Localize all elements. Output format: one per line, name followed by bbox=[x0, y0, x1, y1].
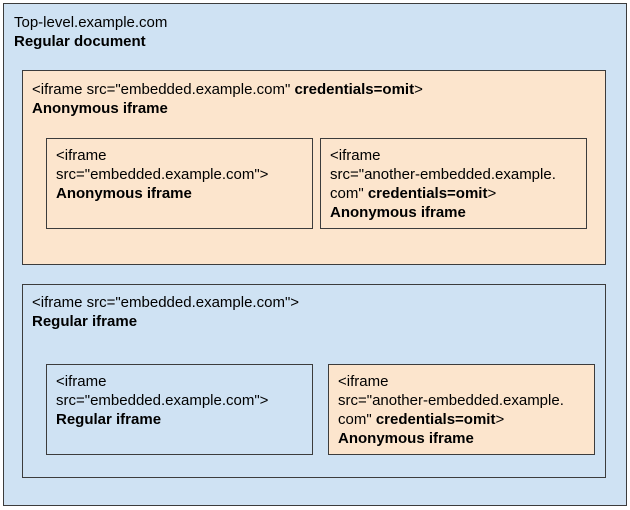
anonymous-iframe-outer-label: <iframe src="embedded.example.com" crede… bbox=[32, 80, 597, 118]
anonymous-iframe-outer-credentials: credentials=omit bbox=[294, 81, 415, 98]
regular-iframe-outer-tag: <iframe src="embedded.example.com"> bbox=[32, 294, 300, 311]
regular-iframe-child-another-credentials: credentials=omit bbox=[375, 411, 496, 428]
anonymous-iframe-outer-tag: <iframe src="embedded.example.com" crede… bbox=[32, 80, 597, 99]
anonymous-iframe-child-another-label: <iframe src="another-embedded.example. c… bbox=[330, 146, 578, 222]
anonymous-iframe-child-embedded-tag-open: <iframe bbox=[56, 147, 107, 164]
anonymous-iframe-outer-tag-suffix: > bbox=[414, 81, 423, 98]
regular-iframe-outer-label: <iframe src="embedded.example.com"> Regu… bbox=[32, 293, 597, 331]
regular-iframe-child-another-tag-close: > bbox=[495, 411, 505, 428]
anonymous-iframe-child-embedded-src: src="embedded.example.com"> bbox=[56, 166, 269, 183]
regular-iframe-child-another-label: <iframe src="another-embedded.example. c… bbox=[338, 372, 586, 448]
anonymous-iframe-child-another-tag-open: <iframe bbox=[330, 147, 381, 164]
regular-iframe-child-another-box: <iframe src="another-embedded.example. c… bbox=[328, 364, 595, 455]
regular-iframe-child-another-type: Anonymous iframe bbox=[338, 430, 474, 447]
anonymous-iframe-child-another-src-end: com" bbox=[330, 185, 368, 202]
regular-iframe-child-embedded-src: src="embedded.example.com"> bbox=[56, 392, 269, 409]
regular-iframe-child-another-src-cont: com" credentials=omit> bbox=[338, 410, 586, 429]
regular-iframe-child-embedded-box: <iframe src="embedded.example.com"> Regu… bbox=[46, 364, 313, 455]
anonymous-iframe-child-another-src: src="another-embedded.example. bbox=[330, 166, 556, 183]
anonymous-iframe-child-another-tag-close: > bbox=[487, 185, 497, 202]
anonymous-iframe-child-embedded-label: <iframe src="embedded.example.com"> Anon… bbox=[56, 146, 304, 203]
regular-iframe-child-another-src: src="another-embedded.example. bbox=[338, 392, 564, 409]
regular-iframe-child-embedded-type: Regular iframe bbox=[56, 411, 162, 428]
anonymous-iframe-child-embedded-box: <iframe src="embedded.example.com"> Anon… bbox=[46, 138, 313, 229]
top-level-type: Regular document bbox=[14, 33, 146, 50]
regular-iframe-child-another-src-end: com" bbox=[338, 411, 376, 428]
regular-iframe-child-embedded-tag-open: <iframe bbox=[56, 373, 107, 390]
regular-iframe-outer-type: Regular iframe bbox=[32, 313, 138, 330]
top-level-origin: Top-level.example.com bbox=[14, 14, 168, 31]
anonymous-iframe-child-another-type: Anonymous iframe bbox=[330, 204, 466, 221]
anonymous-iframe-child-embedded-type: Anonymous iframe bbox=[56, 185, 192, 202]
top-level-label: Top-level.example.com Regular document bbox=[14, 13, 618, 51]
anonymous-iframe-outer-tag-prefix: <iframe src="embedded.example.com" bbox=[32, 81, 295, 98]
regular-iframe-child-another-tag-open: <iframe bbox=[338, 373, 389, 390]
anonymous-iframe-child-another-box: <iframe src="another-embedded.example. c… bbox=[320, 138, 587, 229]
anonymous-iframe-outer-type: Anonymous iframe bbox=[32, 100, 168, 117]
anonymous-iframe-child-another-credentials: credentials=omit bbox=[367, 185, 488, 202]
regular-iframe-child-embedded-label: <iframe src="embedded.example.com"> Regu… bbox=[56, 372, 304, 429]
anonymous-iframe-child-another-src-cont: com" credentials=omit> bbox=[330, 184, 578, 203]
